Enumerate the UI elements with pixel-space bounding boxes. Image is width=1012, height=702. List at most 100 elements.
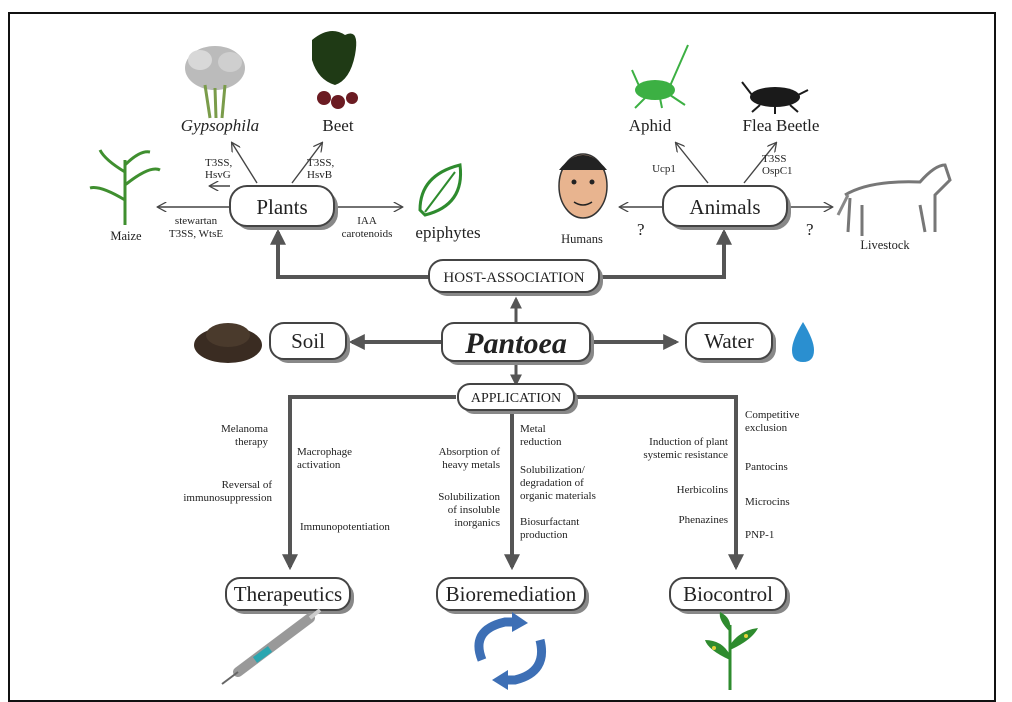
arrow-to-plants	[270, 228, 430, 279]
water-node: Water	[685, 322, 776, 363]
biosurfactant-line-2: production	[520, 529, 568, 541]
syringe-icon	[221, 608, 322, 685]
pnp1: PNP-1	[745, 529, 774, 541]
application-label: APPLICATION	[471, 391, 561, 406]
flea-factor-2: OspC1	[762, 165, 793, 177]
biocontrol-label: Biocontrol	[683, 582, 773, 606]
main-connectors	[270, 228, 744, 571]
human-face-icon	[558, 153, 608, 219]
beet-label: Beet	[322, 116, 353, 135]
host-association-label: HOST-ASSOCIATION	[443, 270, 584, 286]
absorption-line-1: Absorption of	[439, 446, 501, 458]
arrow-to-biocontrol	[576, 395, 744, 571]
insoluble-line-3: inorganics	[454, 517, 500, 529]
aphid-icon	[631, 44, 689, 109]
horse-icon	[836, 163, 952, 236]
flea-beetle-label: Flea Beetle	[743, 116, 820, 135]
arrow-to-flea-beetle	[743, 143, 776, 184]
application-node: APPLICATION	[457, 383, 578, 414]
epiphytes-label: epiphytes	[415, 223, 480, 242]
gypsophila-icon	[185, 46, 245, 119]
metal-line-1: Metal	[520, 423, 546, 435]
herbicolins: Herbicolins	[677, 484, 728, 496]
absorption-line-2: heavy metals	[442, 459, 500, 471]
pantocins: Pantocins	[745, 461, 788, 473]
aphid-factor: Ucp1	[652, 163, 676, 175]
soil-node: Soil	[269, 322, 350, 363]
pantoea-node: Pantoea	[441, 322, 594, 365]
leaf-icon	[418, 163, 463, 217]
gypsophila-factor-1: T3SS,	[205, 157, 232, 169]
host-association-node: HOST-ASSOCIATION	[428, 259, 603, 296]
bioremediation-node: Bioremediation	[436, 577, 589, 614]
insoluble-line-1: Solubilization	[438, 491, 500, 503]
maize-icon	[89, 149, 161, 225]
phenazines: Phenazines	[679, 514, 728, 526]
plants-label: Plants	[256, 195, 307, 219]
livestock-question: ?	[806, 220, 814, 239]
organic-line-3: organic materials	[520, 490, 596, 502]
animals-node: Animals	[662, 185, 791, 230]
arrow-to-beet	[291, 143, 322, 184]
microcins: Microcins	[745, 496, 790, 508]
pantoea-title: Pantoea	[464, 327, 567, 360]
beet-factor-2: HsvB	[307, 169, 332, 181]
arrow-to-aphid	[676, 143, 709, 184]
soil-icon	[194, 323, 262, 363]
maize-factor-2: T3SS, WtsE	[169, 228, 223, 240]
melanoma-line-1: Melanoma	[221, 423, 268, 435]
therapeutics-label: Therapeutics	[234, 582, 342, 606]
organic-line-1: Solubilization/	[520, 464, 586, 476]
cycle-arrows-icon	[474, 612, 546, 690]
arrow-to-gypsophila	[232, 143, 258, 184]
animals-label: Animals	[689, 195, 760, 219]
macrophage-line-2: activation	[297, 459, 341, 471]
beet-factor-1: T3SS,	[307, 157, 334, 169]
soil-label: Soil	[291, 329, 325, 353]
biosurfactant-line-1: Biosurfactant	[520, 516, 579, 528]
competitive-line-2: exclusion	[745, 422, 788, 434]
induction-line-2: systemic resistance	[643, 449, 728, 461]
humans-label: Humans	[561, 232, 603, 246]
water-drop-icon	[792, 322, 814, 362]
plants-node: Plants	[229, 185, 338, 230]
epiphytes-factor-2: carotenoids	[342, 228, 393, 240]
biocontrol-node: Biocontrol	[669, 577, 790, 614]
arrow-to-animals	[598, 228, 732, 279]
livestock-label: Livestock	[860, 238, 910, 252]
induction-line-1: Induction of plant	[649, 436, 728, 448]
macrophage-line-1: Macrophage	[297, 446, 352, 458]
metal-line-2: reduction	[520, 436, 562, 448]
immunopotentiation: Immunopotentiation	[300, 521, 390, 533]
gypsophila-label: Gypsophila	[181, 116, 259, 135]
water-label: Water	[704, 329, 754, 353]
maize-label: Maize	[110, 229, 142, 243]
therapeutics-node: Therapeutics	[225, 577, 354, 614]
bioremediation-label: Bioremediation	[446, 582, 577, 606]
aphid-label: Aphid	[629, 116, 672, 135]
flea-beetle-icon	[741, 81, 809, 114]
competitive-line-1: Competitive	[745, 409, 800, 421]
maize-factor-1: stewartan	[175, 215, 218, 227]
flea-factor-1: T3SS	[762, 153, 786, 165]
biocontrol-plant-icon	[705, 612, 758, 690]
arrow-to-therapeutics	[282, 395, 456, 571]
reversal-line-1: Reversal of	[222, 479, 273, 491]
melanoma-line-2: therapy	[235, 436, 268, 448]
organic-line-2: degradation of	[520, 477, 584, 489]
reversal-line-2: immunosuppression	[183, 492, 272, 504]
gypsophila-factor-2: HsvG	[205, 169, 231, 181]
